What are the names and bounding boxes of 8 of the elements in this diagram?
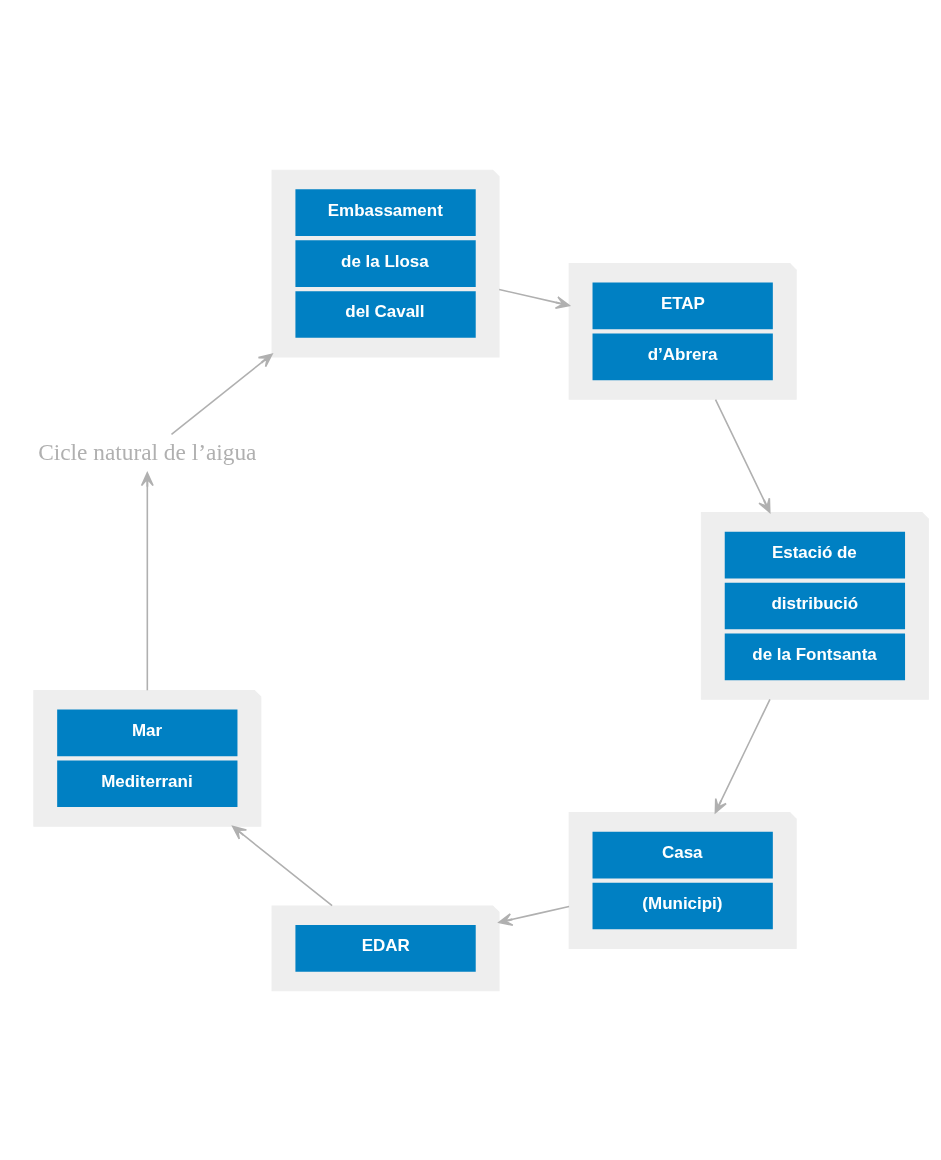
arrow <box>232 825 333 906</box>
arrow <box>140 471 154 691</box>
arrow <box>714 398 771 513</box>
arrow <box>498 288 570 309</box>
arrow <box>714 698 771 813</box>
arrow <box>170 352 273 435</box>
arrow <box>498 905 570 926</box>
node-text: Cicle natural de l’aigua <box>38 438 257 465</box>
